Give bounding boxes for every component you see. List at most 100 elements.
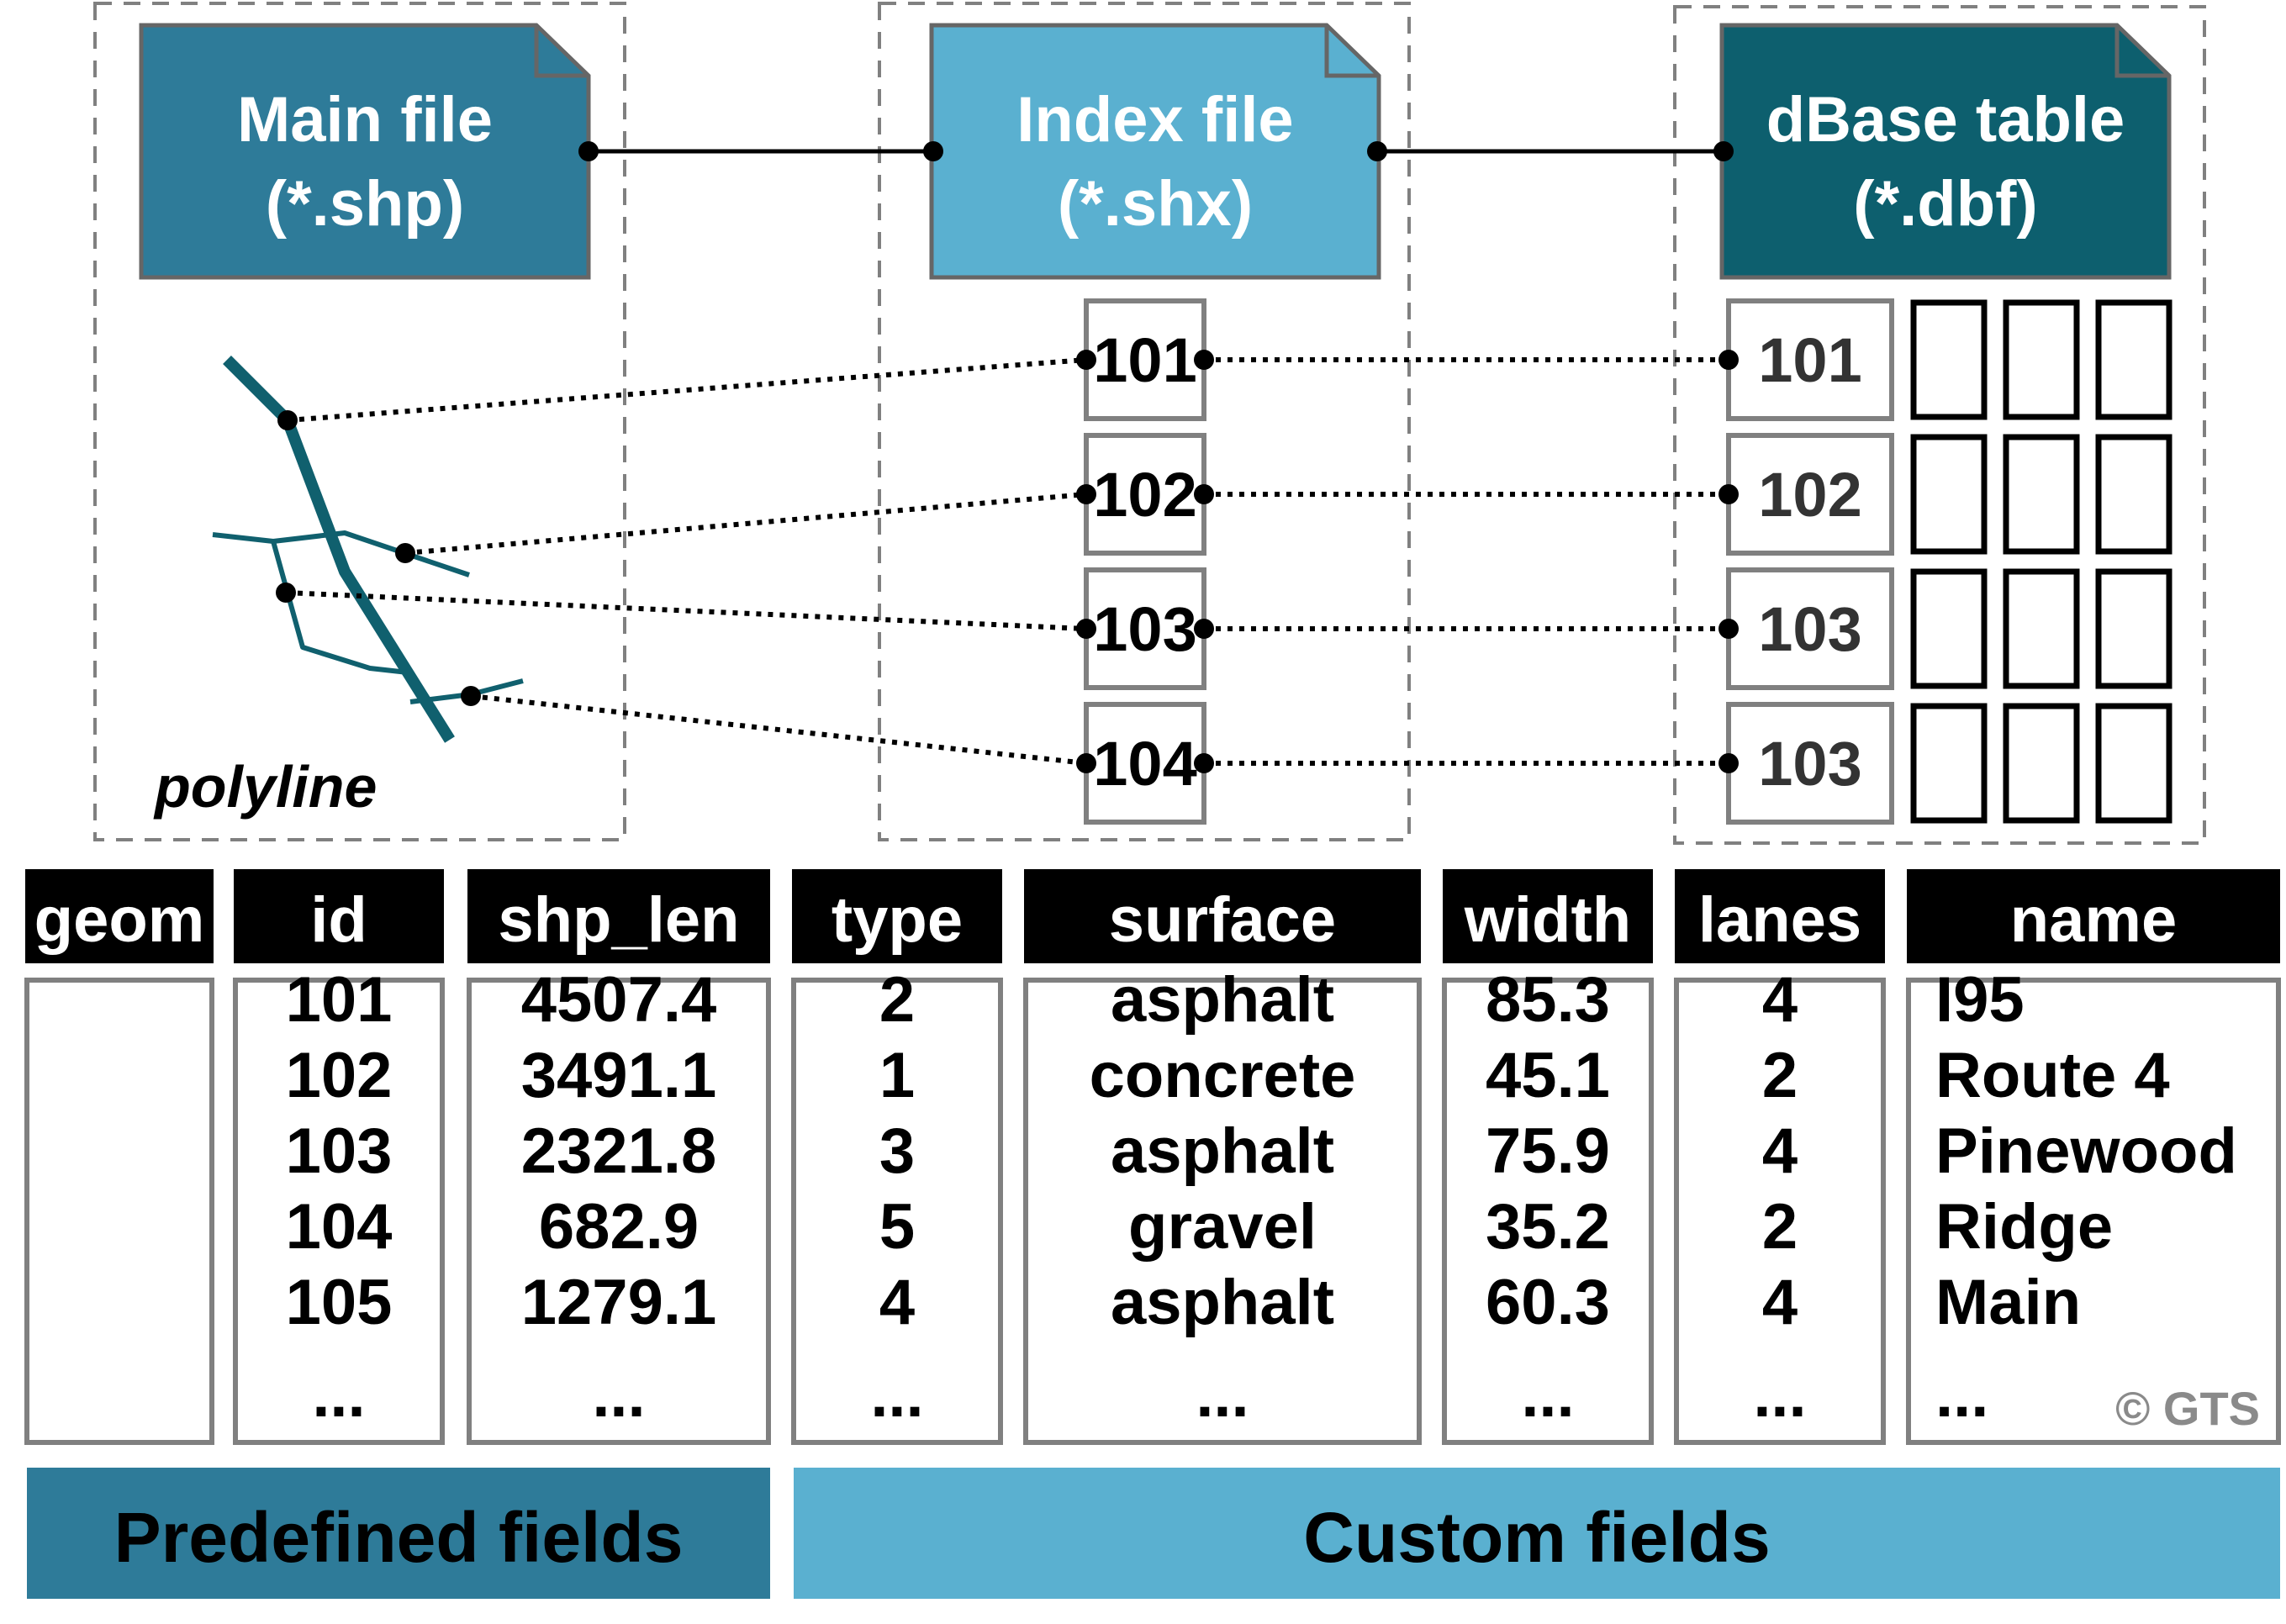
table-cell-value: ... <box>1753 1359 1806 1431</box>
link-dot <box>1194 619 1214 639</box>
link-dot <box>1718 484 1739 504</box>
dbase-record-id: 103 <box>1758 594 1861 664</box>
link-dot <box>1194 484 1214 504</box>
dbase-record-id: 103 <box>1758 729 1861 799</box>
table-cell-value: 4 <box>1762 964 1798 1036</box>
record-links <box>276 350 1739 773</box>
link-dot <box>1194 350 1214 370</box>
table-header-cell <box>467 869 770 963</box>
table-cell-value: 5 <box>879 1191 915 1263</box>
table-header-label: name <box>2010 884 2178 956</box>
table-header-cell <box>1907 869 2280 963</box>
connector-dot <box>923 141 943 161</box>
table-column-body <box>24 978 214 1445</box>
dbase-file-box: dBase table (*.dbf) <box>1719 23 2172 280</box>
dbase-file-extension: (*.dbf) <box>1853 168 2037 240</box>
table-cell-value: 2 <box>879 964 915 1036</box>
dbase-blank-cell <box>1910 703 1988 824</box>
link-dot <box>276 583 296 603</box>
link-dot <box>1076 350 1096 370</box>
table-header-label: type <box>832 884 963 956</box>
dbase-record-box <box>1726 702 1894 825</box>
table-header-label: width <box>1464 884 1631 956</box>
table-cell-value: 35.2 <box>1486 1191 1610 1263</box>
table-cell-value: ... <box>1196 1359 1249 1431</box>
table-cell-value: ... <box>1935 1359 1988 1431</box>
table-cell-value: 45.1 <box>1486 1040 1610 1111</box>
index-record-box <box>1084 567 1206 690</box>
table-cell-value: 2 <box>1762 1191 1798 1263</box>
index-record-id: 102 <box>1093 460 1196 530</box>
table-column-body <box>1674 978 1886 1445</box>
index-record-id: 103 <box>1093 594 1196 664</box>
table-cell-value: 4 <box>1762 1267 1798 1338</box>
table-cell-value: 1 <box>879 1040 915 1111</box>
connector-dot <box>1367 141 1387 161</box>
dbase-blank-cell <box>2003 703 2080 824</box>
record-link-line <box>285 590 1087 631</box>
main-file-box: Main file (*.shp) <box>139 23 591 280</box>
link-dot <box>1076 619 1096 639</box>
link-dot <box>461 686 481 706</box>
table-cell-value: Pinewood <box>1935 1115 2237 1187</box>
table-cell-value: 102 <box>286 1040 393 1111</box>
dbase-blank-cell <box>2003 299 2080 420</box>
dbase-blank-cell <box>2003 434 2080 555</box>
table-header-cell <box>792 869 1002 963</box>
connector-dot <box>578 141 599 161</box>
predefined-fields-label: Predefined fields <box>114 1498 684 1577</box>
dbase-blank-cell <box>2095 299 2172 420</box>
table-cell-value: 4507.4 <box>521 964 716 1036</box>
table-cell-value: 2321.8 <box>521 1115 716 1187</box>
connector-dot <box>1713 141 1734 161</box>
dbase-blank-cell <box>1910 568 1988 689</box>
table-cell-value: 104 <box>286 1191 393 1263</box>
table-column-body <box>1442 978 1654 1445</box>
main-file-frame <box>93 2 626 841</box>
table-cell-value: Route 4 <box>1935 1040 2170 1111</box>
table-header-label: lanes <box>1698 884 1861 956</box>
index-file-frame <box>878 2 1411 841</box>
table-cell-value: ... <box>312 1359 365 1431</box>
main-file-extension: (*.shp) <box>266 168 464 240</box>
table-header-cell <box>234 869 444 963</box>
table-column-body <box>467 978 771 1445</box>
dbase-file-title: dBase table <box>1766 84 2125 156</box>
index-record-id: 104 <box>1093 729 1196 799</box>
custom-fields-label: Custom fields <box>1303 1498 1770 1577</box>
link-dot <box>1718 753 1739 773</box>
table-cell-value: 4 <box>879 1267 915 1338</box>
table-column-body <box>233 978 445 1445</box>
record-link-line <box>470 693 1087 766</box>
link-dot <box>395 543 415 563</box>
table-header-label: geom <box>34 884 205 956</box>
table-header-label: id <box>310 884 367 956</box>
link-dot <box>1076 484 1096 504</box>
table-header-cell <box>1443 869 1653 963</box>
main-file-title: Main file <box>237 84 493 156</box>
dbase-blank-cell <box>2095 703 2172 824</box>
table-cell-value: 103 <box>286 1115 393 1187</box>
table-cell-value: gravel <box>1128 1191 1317 1263</box>
link-dot <box>1076 753 1096 773</box>
link-dot <box>277 410 298 430</box>
table-cell-value: ... <box>592 1359 645 1431</box>
record-link-line <box>404 492 1087 556</box>
dbase-record-box <box>1726 567 1894 690</box>
table-cell-value: 105 <box>286 1267 393 1338</box>
dbase-record-box <box>1726 433 1894 556</box>
table-header-label: shp_len <box>498 884 739 956</box>
dbase-blank-cell <box>1910 299 1988 420</box>
table-cell-value: I95 <box>1935 964 2025 1036</box>
table-cell-value: asphalt <box>1111 1115 1334 1187</box>
table-header-label: surface <box>1109 884 1336 956</box>
table-cell-value: Ridge <box>1935 1191 2113 1263</box>
table-cell-value: Main <box>1935 1267 2081 1338</box>
index-record-id: 101 <box>1093 325 1196 395</box>
dbase-record-id: 102 <box>1758 460 1861 530</box>
index-file-extension: (*.shx) <box>1058 168 1253 240</box>
record-link-line <box>287 357 1087 423</box>
